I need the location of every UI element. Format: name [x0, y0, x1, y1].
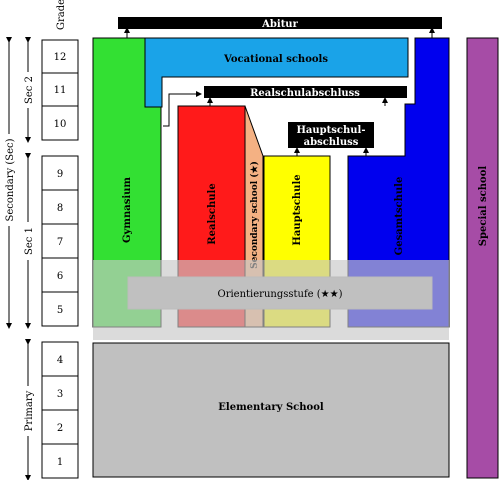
grade-8: 8	[57, 203, 63, 214]
special-school-label: Special school	[478, 166, 489, 247]
level-ranges: Secondary (Sec) Sec 2 Sec 1 Primary	[3, 37, 35, 480]
gesamtschule-label: Gesamtschule	[394, 177, 405, 256]
secondary-label: Secondary (Sec)	[5, 138, 16, 221]
grade-header: Grade	[56, 0, 67, 30]
grade-6: 6	[57, 271, 63, 282]
special-school-block	[466, 37, 499, 479]
gesamtschule-block	[347, 37, 450, 328]
vocational-schools-label: Vocational schools	[223, 54, 328, 65]
grade-5: 5	[57, 305, 63, 316]
hauptschulabschluss-label-line2: abschluss	[304, 137, 359, 148]
realschulabschluss-label: Realschulabschluss	[250, 88, 360, 99]
elementary-school-block	[92, 342, 450, 478]
grade-11: 11	[54, 85, 67, 96]
grade-7: 7	[57, 237, 63, 248]
realschule-label: Realschule	[207, 183, 218, 244]
grade-column: 12 11 10 9 8 7 6 5 4 3 2 1	[41, 39, 79, 479]
abitur-bar	[118, 17, 442, 29]
elementary-school-label: Elementary School	[218, 402, 324, 413]
hauptschulabschluss-label-line1: Hauptschul-	[296, 125, 365, 136]
grade-10: 10	[54, 119, 67, 130]
sec2-label: Sec 2	[24, 76, 35, 104]
grade-2: 2	[57, 423, 63, 434]
primary-label: Primary	[24, 390, 35, 431]
abitur-label: Abitur	[261, 19, 298, 30]
sec1-label: Sec 1	[24, 227, 35, 255]
realschulabschluss-bar	[204, 86, 407, 98]
vocational-schools-block	[144, 37, 409, 108]
grade-3: 3	[57, 389, 63, 400]
grade-box-sec2	[41, 39, 79, 141]
hauptschulabschluss-bar	[288, 122, 374, 148]
hauptschule-label: Hauptschule	[292, 174, 303, 245]
grade-12: 12	[54, 52, 67, 63]
orientierungsstufe-box	[127, 276, 433, 310]
secondary-school-label: Secondary school (★)	[249, 161, 260, 269]
grade-9: 9	[57, 169, 63, 180]
orientierungsstufe-label: Orientierungsstufe (★★)	[218, 289, 343, 300]
gymnasium-label: Gymnasium	[122, 177, 133, 243]
grade-box-sec1	[41, 155, 79, 327]
grade-1: 1	[57, 457, 63, 468]
grade-4: 4	[57, 355, 63, 366]
